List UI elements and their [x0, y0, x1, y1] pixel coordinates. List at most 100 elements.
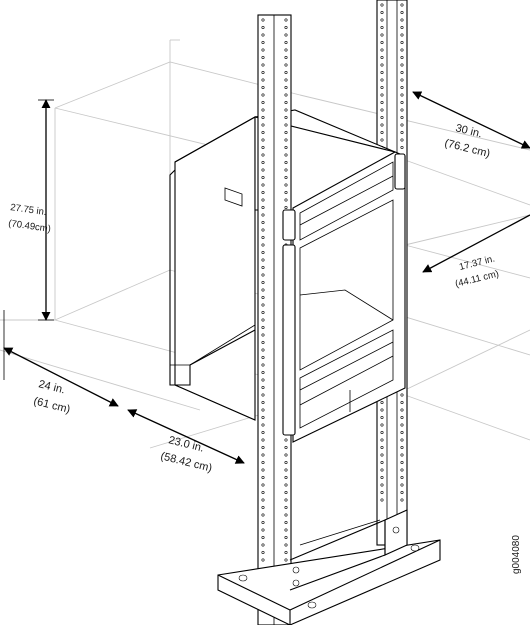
- rack-mounting-hole: [380, 71, 384, 75]
- rack-mounting-hole: [261, 370, 265, 374]
- rack-mounting-hole: [261, 40, 265, 44]
- rack-mounting-hole: [261, 258, 265, 262]
- depth-front-label: 23.0 in.: [167, 434, 205, 454]
- rack-mounting-hole: [261, 153, 265, 157]
- rack-mounting-hole: [261, 251, 265, 255]
- rack-mounting-hole: [284, 153, 288, 157]
- rack-mounting-hole: [400, 490, 404, 494]
- rack-mounting-hole: [400, 430, 404, 434]
- chassis-front-panel: [282, 151, 406, 443]
- rack-mounting-hole: [261, 63, 265, 67]
- rack-mounting-hole: [284, 543, 288, 547]
- rack-mounting-hole: [380, 108, 384, 112]
- rack-mounting-hole: [380, 415, 384, 419]
- rack-mounting-hole: [261, 505, 265, 509]
- rack-mounting-hole: [284, 25, 288, 29]
- rack-mounting-hole: [261, 78, 265, 82]
- rack-mounting-hole: [261, 423, 265, 427]
- rack-mounting-hole: [400, 71, 404, 75]
- rack-mounting-hole: [400, 63, 404, 67]
- rack-mounting-hole: [284, 460, 288, 464]
- rack-mounting-hole: [400, 453, 404, 457]
- rack-mounting-hole: [284, 206, 288, 210]
- rack-mounting-hole: [261, 355, 265, 359]
- rack-mounting-hole: [400, 123, 404, 127]
- rack-mounting-hole: [380, 131, 384, 135]
- rack-mounting-hole: [284, 198, 288, 202]
- rack-mounting-hole: [261, 378, 265, 382]
- rack-mounting-hole: [284, 183, 288, 187]
- rack-mounting-hole: [400, 475, 404, 479]
- rack-mounting-hole: [261, 400, 265, 404]
- rack-mounting-hole: [380, 78, 384, 82]
- rack-mounting-hole: [284, 161, 288, 165]
- rack-mounting-hole: [261, 116, 265, 120]
- rack-mounting-hole: [380, 63, 384, 67]
- rack-mounting-hole: [380, 400, 384, 404]
- rack-mounting-hole: [261, 445, 265, 449]
- depth-rack-arrow: [412, 91, 530, 149]
- rack-mounting-hole: [261, 460, 265, 464]
- rack-mounting-hole: [400, 108, 404, 112]
- rack-mounting-hole: [400, 55, 404, 59]
- rack-mounting-hole: [261, 550, 265, 554]
- rack-mounting-hole: [261, 385, 265, 389]
- rack-mounting-hole: [261, 318, 265, 322]
- rack-mounting-hole: [400, 408, 404, 412]
- rack-mounting-hole: [261, 438, 265, 442]
- height-label: 27.75 in.: [10, 202, 48, 218]
- rack-mounting-hole: [284, 131, 288, 135]
- rack-mounting-hole: [380, 3, 384, 7]
- rack-mounting-hole: [261, 295, 265, 299]
- rack-base-plate: [217, 509, 441, 625]
- rack-mounting-hole: [380, 445, 384, 449]
- rack-mounting-hole: [284, 191, 288, 195]
- rack-mounting-hole: [400, 415, 404, 419]
- rack-mounting-hole: [284, 483, 288, 487]
- rack-mounting-hole: [261, 325, 265, 329]
- rack-mounting-hole: [261, 168, 265, 172]
- rack-mounting-hole: [380, 475, 384, 479]
- rack-mounting-hole: [261, 236, 265, 240]
- rack-mounting-hole: [284, 438, 288, 442]
- rack-mounting-hole: [284, 176, 288, 180]
- rack-mounting-hole: [284, 48, 288, 52]
- rack-mounting-hole: [261, 138, 265, 142]
- width-front-arrow: [422, 214, 530, 273]
- rack-mounting-hole: [284, 108, 288, 112]
- rack-mounting-hole: [261, 86, 265, 90]
- rack-mounting-hole: [261, 198, 265, 202]
- rack-mounting-hole: [261, 243, 265, 247]
- rack-mounting-hole: [284, 123, 288, 127]
- rack-mounting-hole: [261, 191, 265, 195]
- rack-mounting-hole: [380, 498, 384, 502]
- rack-mounting-hole: [284, 101, 288, 105]
- rack-mounting-hole: [400, 498, 404, 502]
- rack-mounting-hole: [261, 490, 265, 494]
- rack-mounting-hole: [400, 86, 404, 90]
- rack-mounting-hole: [380, 11, 384, 15]
- rack-mounting-hole: [261, 543, 265, 547]
- rack-mounting-hole: [284, 93, 288, 97]
- rack-mounting-hole: [261, 206, 265, 210]
- rack-mounting-hole: [400, 48, 404, 52]
- rack-mounting-hole: [284, 468, 288, 472]
- rack-mounting-hole: [400, 460, 404, 464]
- rack-mounting-hole: [261, 340, 265, 344]
- rack-mounting-hole: [261, 93, 265, 97]
- rack-mounting-hole: [400, 146, 404, 150]
- rack-mounting-hole: [284, 40, 288, 44]
- rack-mounting-hole: [261, 55, 265, 59]
- rack-mounting-hole: [284, 453, 288, 457]
- rack-mounting-hole: [284, 78, 288, 82]
- depth-rack-label: 30 in.: [454, 122, 483, 140]
- rack-mounting-hole: [284, 490, 288, 494]
- rack-mounting-hole: [261, 161, 265, 165]
- rack-mounting-hole: [261, 430, 265, 434]
- rack-mounting-hole: [261, 33, 265, 37]
- rack-mounting-hole: [284, 71, 288, 75]
- rack-mounting-hole: [400, 438, 404, 442]
- rack-mounting-hole: [261, 333, 265, 337]
- rack-mounting-hole: [261, 310, 265, 314]
